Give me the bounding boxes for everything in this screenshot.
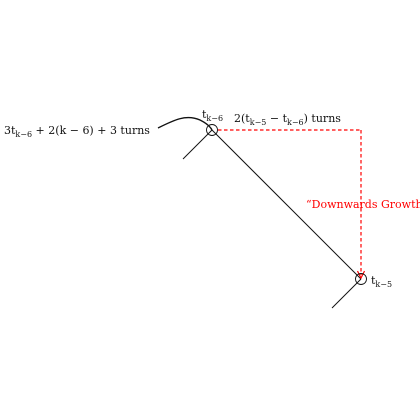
- label-part: 3t: [4, 124, 16, 137]
- label-node-top: tk−6: [202, 108, 223, 123]
- bottom-node-tail: [331, 278, 362, 309]
- node-bottom-circle: [355, 273, 367, 285]
- label-part: k−5: [250, 118, 267, 127]
- label-downwards-growth: “Downwards Growth”: [306, 198, 420, 211]
- label-top-turns: 2(tk−5 − tk−6) turns: [234, 112, 341, 127]
- label-part: k−6: [15, 130, 32, 139]
- label-part: t: [371, 274, 376, 287]
- label-part: ) turns: [304, 112, 342, 125]
- growth-arrowhead: [356, 270, 366, 280]
- label-left-turns: 3tk−6 + 2(k − 6) + 3 turns: [4, 124, 150, 139]
- node-top-circle: [206, 124, 218, 136]
- label-part: t: [202, 108, 207, 121]
- label-part: − t: [266, 112, 287, 125]
- label-part: k−6: [206, 114, 223, 123]
- label-part: + 2(k − 6) + 3 turns: [32, 124, 150, 137]
- label-part: 2(t: [234, 112, 250, 125]
- top-node-tail: [182, 129, 213, 160]
- main-diagonal: [211, 129, 362, 280]
- label-part: k−6: [287, 118, 304, 127]
- label-node-bottom: tk−5: [371, 274, 392, 289]
- incoming-curve: [157, 116, 213, 131]
- label-part: k−5: [375, 280, 392, 289]
